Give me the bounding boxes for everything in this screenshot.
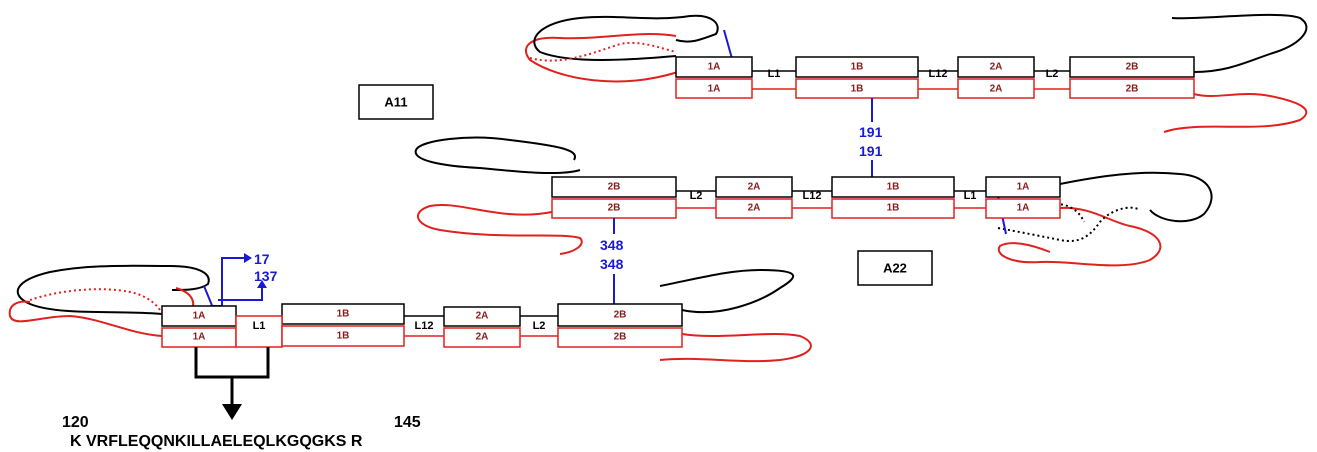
bot-a-segment-2b-label: 2B bbox=[614, 310, 627, 321]
crosslink-191-b: 191 bbox=[859, 143, 883, 159]
arrow-to-17-head bbox=[244, 253, 252, 263]
mid-a-linker-l12: L12 bbox=[803, 190, 822, 202]
top-a-linker-l1: L1 bbox=[768, 68, 781, 80]
bottom-dimer: 17 137 1A 1B 2A 2B 1A L1 1B L12 2A L2 2B bbox=[10, 251, 811, 420]
bot-a-segment-2a-label: 2A bbox=[476, 311, 489, 322]
top-a-segment-1b-label: 1B bbox=[851, 62, 864, 73]
crosslink-191-a: 191 bbox=[859, 124, 883, 140]
crosslink-348-a: 348 bbox=[600, 237, 624, 253]
crosslink-17: 17 bbox=[254, 251, 270, 267]
top-dimer: 1A L1 1B L12 2A L2 2B 1A 1B 2A 2B bbox=[526, 15, 1306, 132]
arrow-to-137 bbox=[218, 288, 262, 300]
mid-b-segment-2b-label: 2B bbox=[608, 203, 621, 214]
arrow-to-17 bbox=[210, 258, 244, 306]
top-b-segment-2b-label: 2B bbox=[1126, 84, 1139, 95]
sequence-arrow-head bbox=[222, 404, 242, 420]
top-a-segment-2b-label: 2B bbox=[1126, 62, 1139, 73]
mid-b-segment-1b-label: 1B bbox=[887, 203, 900, 214]
middle-dimer: 2B L2 2A L12 1B L1 1A 2B 2A 1B 1A bbox=[416, 138, 1212, 266]
crosslink-137: 137 bbox=[254, 268, 278, 284]
bot-b-segment-1a-label: 1A bbox=[193, 332, 206, 343]
mid-a-segment-1a-label: 1A bbox=[1017, 182, 1030, 193]
sequence-bracket bbox=[196, 347, 268, 377]
mid-b-segment-2a-label: 2A bbox=[748, 203, 761, 214]
top-tail-red bbox=[1164, 94, 1306, 132]
bot-b-linker-l12: L12 bbox=[415, 320, 434, 332]
bot-b-segment-2b-label: 2B bbox=[614, 332, 627, 343]
bot-b-linker-l2: L2 bbox=[533, 320, 546, 332]
mid-a-segment-2b-label: 2B bbox=[608, 182, 621, 193]
middle-head-black-right bbox=[1060, 173, 1212, 222]
top-a-linker-l12: L12 bbox=[929, 68, 948, 80]
middle-head-black-left bbox=[416, 138, 580, 173]
bot-b-segment-2a-label: 2A bbox=[476, 332, 489, 343]
bottom-head-dotted bbox=[30, 289, 162, 314]
mid-a-segment-2a-label: 2A bbox=[748, 182, 761, 193]
crosslink-348-b: 348 bbox=[600, 256, 624, 272]
bot-a-segment-1b-label: 1B bbox=[337, 309, 350, 320]
sequence-residues: K VRFLEQQNKILLAELEQLKGQGKS R bbox=[70, 433, 363, 450]
mid-a-segment-1b-label: 1B bbox=[887, 182, 900, 193]
top-b-segment-2a-label: 2A bbox=[990, 84, 1003, 95]
top-b-segment-1b-label: 1B bbox=[851, 84, 864, 95]
mid-a-linker-l1: L1 bbox=[964, 190, 977, 202]
top-a-segment-1a-label: 1A bbox=[708, 62, 721, 73]
top-b-segment-1a-label: 1A bbox=[708, 84, 721, 95]
bottom-head-red bbox=[10, 302, 162, 336]
bot-b-segment-l1-label: L1 bbox=[253, 320, 266, 332]
bot-b-segment-1b-label: 1B bbox=[337, 331, 350, 342]
mid-a-linker-l2: L2 bbox=[690, 190, 703, 202]
a11-label: A11 bbox=[384, 95, 407, 110]
sequence-start: 120 bbox=[62, 414, 89, 431]
mid-b-segment-1a-label: 1A bbox=[1017, 203, 1030, 214]
sequence-end: 145 bbox=[394, 414, 421, 431]
a22-label: A22 bbox=[883, 261, 907, 276]
top-a-segment-2a-label: 2A bbox=[990, 62, 1003, 73]
top-a-linker-l2: L2 bbox=[1046, 68, 1059, 80]
bot-a-segment-1a-label: 1A bbox=[193, 311, 206, 322]
